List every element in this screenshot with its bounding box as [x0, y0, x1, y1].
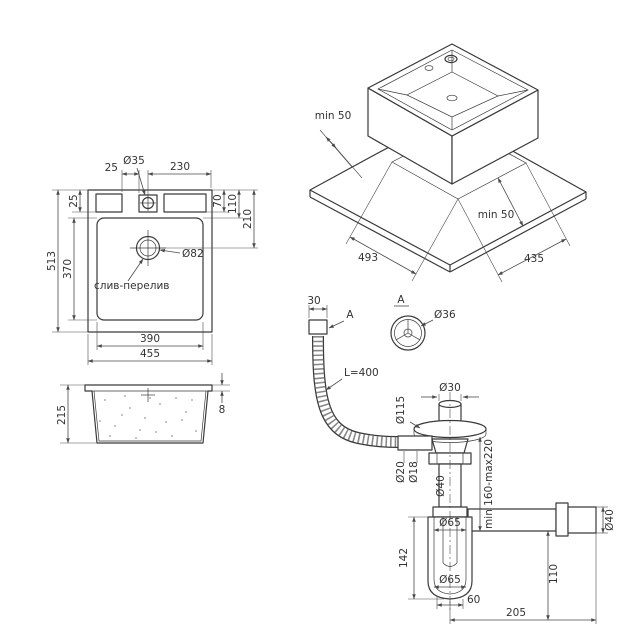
drain-assembly-view: 30 A A Ø36 L=400 Ø115 Ø30 Ø20 Ø18 Ø40 mi…: [307, 294, 616, 624]
dim-label-30: 30: [307, 295, 320, 307]
dim-label-d40-outlet: Ø40: [604, 509, 616, 531]
dim-label-60: 60: [467, 594, 480, 606]
dim-label-adjust-range: min 160-max220: [483, 439, 495, 529]
dim-label-513: 513: [46, 251, 58, 271]
dim-label-d30: Ø30: [439, 382, 461, 394]
dim-label-70: 70: [212, 194, 224, 207]
dim-label-d65-top: Ø65: [439, 517, 461, 529]
dim-label-205: 205: [506, 607, 526, 619]
dim-label-d40-tail: Ø40: [435, 475, 447, 497]
corrugated-hose: [312, 335, 399, 448]
dim-label-min50-left: min 50: [315, 110, 352, 122]
outlet-end-pipe: [567, 506, 597, 534]
detail-mark-a: A: [397, 294, 405, 306]
overflow-note: слив-перелив: [94, 280, 169, 292]
drain-labels: 30 A A Ø36 L=400 Ø115 Ø30 Ø20 Ø18 Ø40 mi…: [307, 294, 616, 619]
hose-length-label: L=400: [344, 367, 379, 379]
dim-label-25-top: 25: [105, 162, 118, 174]
dim-label-d20: Ø20: [395, 461, 407, 483]
dim-label-215: 215: [56, 405, 68, 425]
dim-label-455: 455: [140, 348, 160, 360]
dim-label-d82: Ø82: [182, 248, 204, 260]
overflow-hole-3d: [424, 65, 434, 71]
dim-label-370: 370: [62, 259, 74, 279]
top-view: 25 Ø35 230 25 513 370 70 110 210 Ø82 сли…: [46, 155, 258, 365]
outlet-union-nut: [555, 502, 569, 537]
sink-3d: [367, 43, 539, 185]
deck-recess-right: [163, 193, 207, 213]
faucet-hole-3d: [444, 54, 458, 64]
top-view-labels: 25 Ø35 230 25 513 370 70 110 210 Ø82 сли…: [46, 155, 254, 360]
dim-label-230: 230: [170, 161, 190, 173]
side-view: 215 8: [56, 373, 230, 444]
top-view-outline: [87, 189, 213, 333]
dim-label-d35: Ø35: [123, 155, 145, 167]
installation-dimensions: [319, 129, 571, 283]
overflow-inlet-fitting: [397, 435, 433, 451]
top-view-dimensions: [52, 167, 258, 365]
dim-label-435: 435: [524, 253, 544, 265]
dim-label-210: 210: [242, 209, 254, 229]
dim-label-d36: Ø36: [434, 309, 456, 321]
sink-bowl-edge: [96, 217, 204, 321]
sink-outer-edge: [87, 189, 213, 333]
dim-label-390: 390: [140, 333, 160, 345]
dim-label-d115: Ø115: [395, 396, 407, 424]
dim-label-142: 142: [398, 548, 410, 568]
dim-label-493: 493: [358, 252, 378, 264]
dim-label-min50-right: min 50: [478, 209, 515, 221]
outlet-pipe: [467, 508, 557, 532]
section-mark-a: A: [346, 309, 354, 321]
dim-label-110-outlet: 110: [548, 564, 560, 584]
side-inner-wall: [93, 390, 207, 442]
installation-view: min 50 min 50 493 435: [309, 43, 587, 283]
dim-label-d18: Ø18: [408, 461, 420, 483]
deck-recess-left: [95, 193, 123, 213]
dim-label-110: 110: [227, 194, 239, 214]
dim-label-25-left: 25: [68, 194, 80, 207]
detail-circle: [390, 315, 426, 351]
granite-speckle: [99, 395, 197, 439]
sink-rim-top: [367, 43, 539, 137]
side-view-dimensions: [60, 373, 230, 444]
hose-detail-a: [390, 305, 426, 351]
dim-label-8: 8: [219, 404, 226, 416]
side-outline: [84, 384, 213, 444]
dim-label-d65-bottom: Ø65: [439, 574, 461, 586]
hose-end-fitting: [308, 319, 328, 335]
drain-hole-3d: [446, 94, 458, 102]
drain-stack: [397, 399, 597, 600]
